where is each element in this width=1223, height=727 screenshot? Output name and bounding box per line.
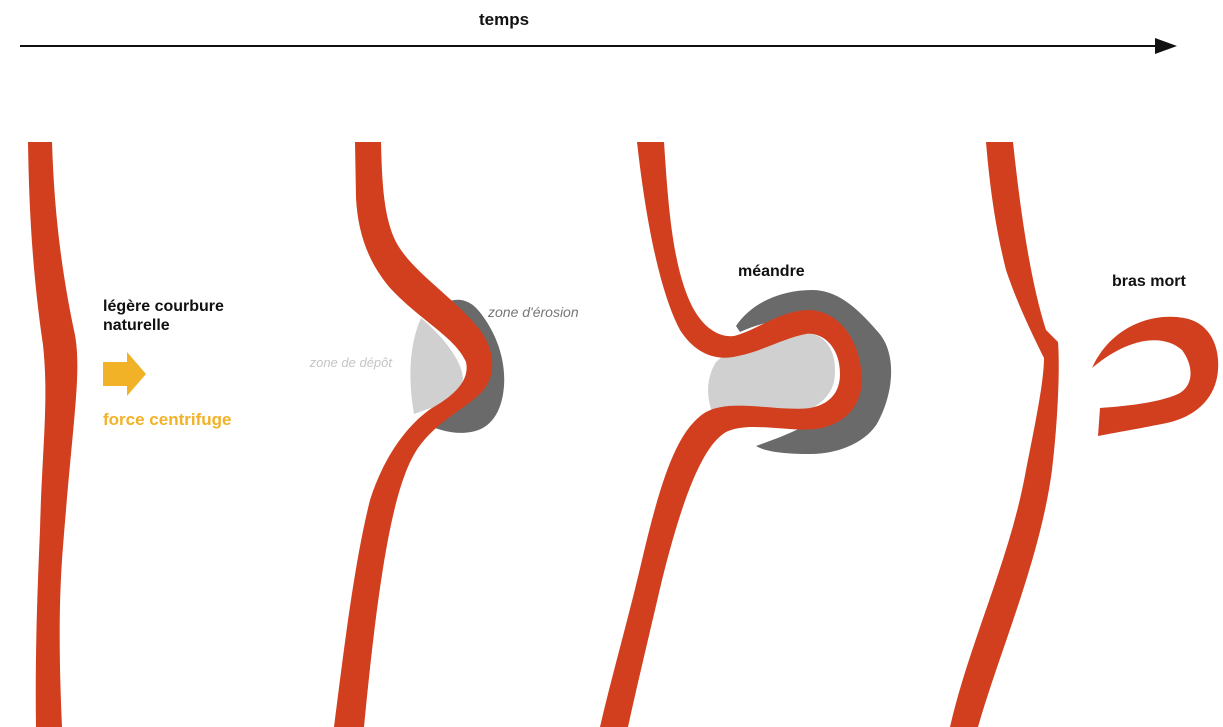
time-axis-label: temps — [479, 10, 529, 30]
time-axis-arrowhead — [1155, 38, 1177, 54]
oxbow-lake-label: bras mort — [1112, 272, 1186, 291]
meander-label: méandre — [738, 262, 805, 281]
erosion-zone-label: zone d'érosion — [488, 304, 579, 321]
oxbow-lake — [1092, 317, 1218, 436]
slight-curve-label: légère courbure naturelle — [103, 297, 273, 335]
deposit-zone-label: zone de dépôt — [306, 355, 392, 371]
time-axis — [20, 38, 1177, 54]
river-stage-2 — [334, 142, 492, 727]
centrifugal-force-label: force centrifuge — [103, 410, 231, 430]
river-stage-4 — [950, 142, 1059, 727]
river-stage-1 — [28, 142, 77, 727]
force-arrow-icon — [103, 352, 146, 396]
